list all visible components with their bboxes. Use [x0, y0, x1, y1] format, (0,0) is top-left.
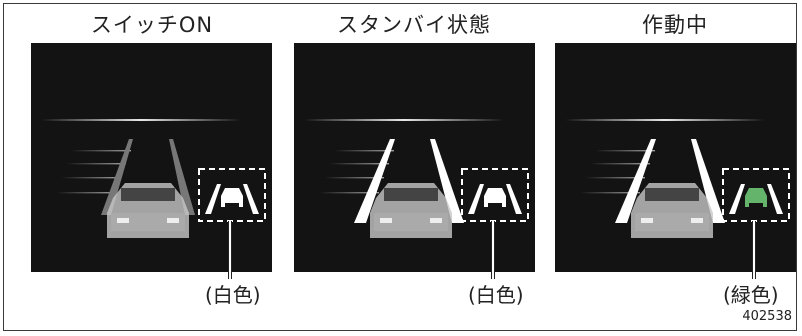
lane-lines	[615, 139, 725, 223]
lane-assist-icon	[468, 184, 522, 214]
leader-line-switch-on	[228, 221, 232, 279]
panel-title-switch-on: スイッチON	[90, 13, 214, 37]
panel-title-standby: スタンバイ状態	[337, 13, 491, 37]
car-silhouette	[631, 183, 713, 238]
lane-lines	[354, 139, 464, 223]
panel-switch-on	[31, 43, 272, 272]
indicator-callout-box	[198, 168, 266, 222]
indicator-callout-box	[461, 168, 529, 222]
figure-id: 402538	[742, 309, 792, 324]
panel-standby	[294, 43, 535, 272]
indicator-callout-box	[722, 168, 790, 222]
horizon-line	[565, 119, 765, 121]
lane-assist-icon	[205, 184, 259, 214]
lane-assist-icon	[729, 184, 783, 214]
lane-lines	[101, 139, 195, 215]
leader-line-standby	[491, 221, 495, 279]
hud-display-switch-on	[41, 119, 266, 238]
panel-active	[555, 43, 796, 272]
color-note-switch-on: (白色)	[205, 283, 261, 307]
car-silhouette	[370, 183, 452, 238]
speed-lines-left	[580, 150, 655, 194]
hud-display-standby	[304, 119, 529, 238]
horizon-line	[41, 119, 241, 121]
speed-lines-left	[319, 150, 394, 194]
color-note-active: (緑色)	[723, 283, 779, 307]
speed-lines-left	[56, 150, 131, 194]
figure-frame	[3, 3, 797, 331]
horizon-line	[304, 119, 504, 121]
color-note-standby: (白色)	[468, 283, 524, 307]
leader-line-active	[752, 221, 756, 279]
hud-display-active	[565, 119, 790, 238]
panel-title-active: 作動中	[642, 13, 708, 37]
car-silhouette	[107, 183, 189, 238]
